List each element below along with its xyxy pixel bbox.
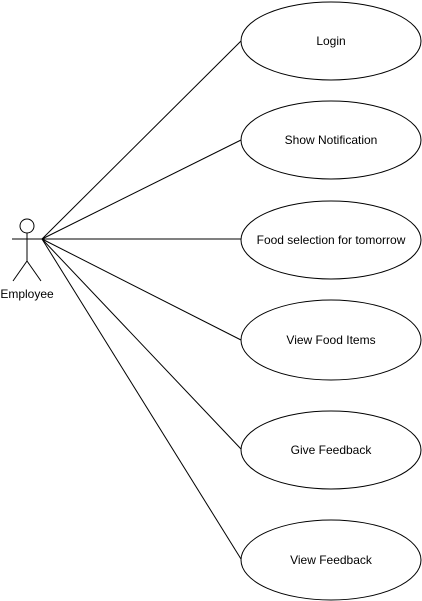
use-case-login-label: Login [316,34,345,48]
use-case-give-feedback-label: Give Feedback [291,443,373,457]
use-case-show-notification-label: Show Notification [285,133,378,147]
use-case-view-food-items[interactable]: View Food Items [240,299,422,381]
use-case-food-selection[interactable]: Food selection for tomorrow [240,200,422,280]
actor-label: Employee [0,287,54,301]
use-case-login-ellipse [240,1,422,81]
use-case-food-selection-ellipse [240,200,422,280]
use-case-give-feedback-ellipse [240,410,422,490]
actor-head [19,218,35,234]
use-case-view-feedback-ellipse [240,519,422,601]
use-case-view-food-items-label: View Food Items [286,333,375,347]
association-lines [41,40,242,560]
actor-right-leg [26,260,42,282]
use-case-give-feedback[interactable]: Give Feedback [240,410,422,490]
association-login [41,40,242,240]
use-case-show-notification[interactable]: Show Notification [240,100,422,180]
use-case-show-notification-ellipse [240,100,422,180]
use-case-view-feedback[interactable]: View Feedback [240,519,422,601]
association-view-food-items [41,238,242,341]
association-give-feedback [41,238,242,450]
actor-employee[interactable]: Employee [0,218,54,301]
use-case-view-food-items-ellipse [240,299,422,381]
use-case-food-selection-label: Food selection for tomorrow [257,233,406,247]
association-view-feedback [41,238,242,560]
association-show-notification [41,139,242,240]
actor-left-leg [12,260,28,282]
use-case-view-feedback-label: View Feedback [290,553,373,567]
use-case-login[interactable]: Login [240,1,422,81]
